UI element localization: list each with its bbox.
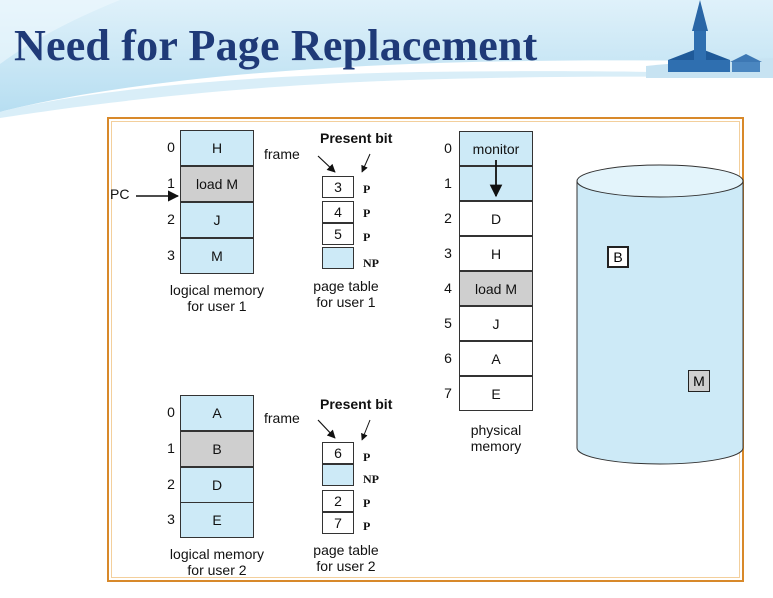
present-bit-value: NP (363, 256, 379, 270)
present-bit-value: NP (363, 472, 379, 486)
logical-page-cell: J (180, 202, 254, 238)
page-table-frame-cell (322, 247, 354, 269)
present-bit-value: P (363, 519, 371, 533)
page-index: 1 (167, 175, 175, 191)
logical-page-cell: M (180, 238, 254, 274)
physical-frame-cell: D (459, 201, 533, 236)
church-logo-icon (646, 0, 773, 78)
frame-index: 2 (444, 210, 452, 226)
logical-page-cell: H (180, 130, 254, 166)
physical-frame-cell: E (459, 376, 533, 411)
present-bit-value: P (363, 230, 371, 244)
frame-index: 7 (444, 385, 452, 401)
disk-page-box: B (607, 246, 629, 268)
page-index: 0 (167, 139, 175, 155)
present-bit-label: Present bit (320, 396, 393, 412)
logical-page-cell: A (180, 395, 254, 431)
page-table-frame-cell (322, 464, 354, 486)
page-table-frame-cell: 2 (322, 490, 354, 512)
disk-page-box: M (688, 370, 710, 392)
logical-page-cell: load M (180, 166, 254, 202)
page-table-frame-cell: 4 (322, 201, 354, 223)
logical-page-cell: E (180, 502, 254, 538)
present-bit-value: P (363, 206, 371, 220)
frame-label: frame (264, 410, 300, 426)
page-table-frame-cell: 3 (322, 176, 354, 198)
page-table-frame-cell: 7 (322, 512, 354, 534)
page-table-frame-cell: 6 (322, 442, 354, 464)
frame-index: 5 (444, 315, 452, 331)
physical-frame-cell: A (459, 341, 533, 376)
frame-index: 3 (444, 245, 452, 261)
physical-frame-cell (459, 166, 533, 201)
physical-frame-cell: monitor (459, 131, 533, 166)
physical-frame-cell: J (459, 306, 533, 341)
page-index: 2 (167, 476, 175, 492)
logical-page-cell: D (180, 467, 254, 503)
slide-title: Need for Page Replacement (14, 21, 538, 70)
present-bit-label: Present bit (320, 130, 393, 146)
present-bit-value: P (363, 450, 371, 464)
page-index: 0 (167, 404, 175, 420)
page-index: 2 (167, 211, 175, 227)
physical-frame-cell: H (459, 236, 533, 271)
page-table-frame-cell: 5 (322, 223, 354, 245)
frame-label: frame (264, 146, 300, 162)
frame-index: 6 (444, 350, 452, 366)
logical-page-cell: B (180, 431, 254, 467)
pc-label: PC (110, 186, 130, 202)
physical-frame-cell: load M (459, 271, 533, 306)
frame-index: 1 (444, 175, 452, 191)
frame-index: 4 (444, 280, 452, 296)
frame-index: 0 (444, 140, 452, 156)
page-index: 1 (167, 440, 175, 456)
page-index: 3 (167, 247, 175, 263)
page-index: 3 (167, 511, 175, 527)
present-bit-value: P (363, 496, 371, 510)
present-bit-value: P (363, 182, 371, 196)
